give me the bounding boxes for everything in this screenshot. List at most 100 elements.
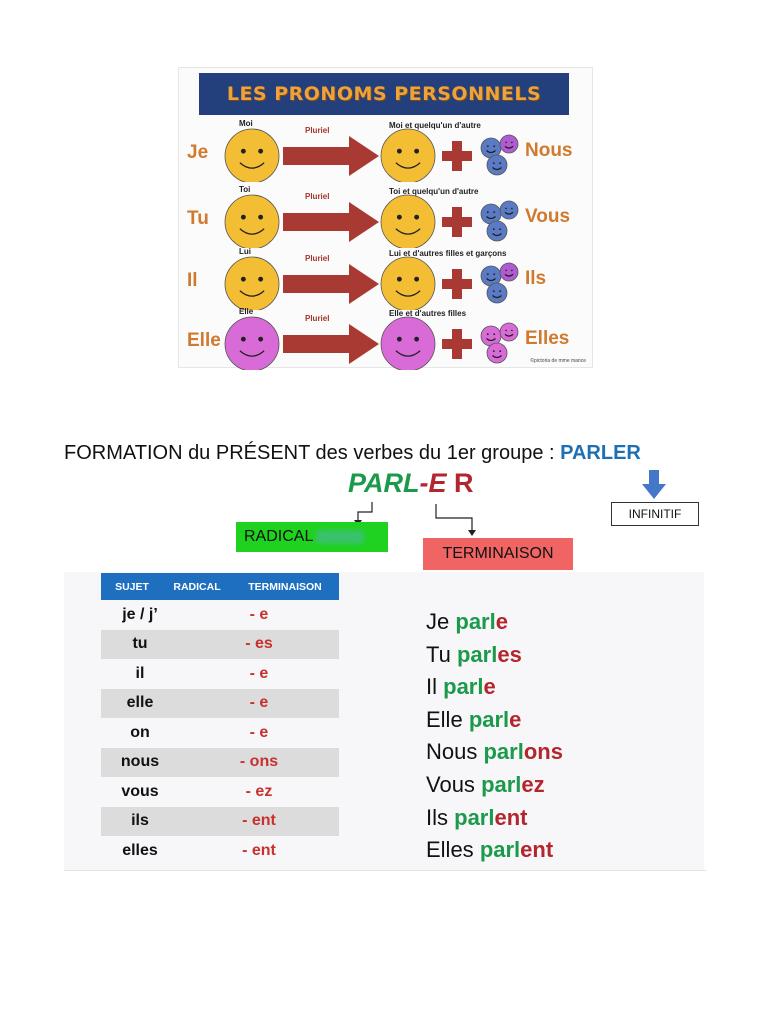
formation-title: FORMATION du PRÉSENT des verbes du 1er g…: [64, 442, 641, 465]
conjugation-radical: parl: [468, 706, 510, 732]
conjugation-ending: e: [509, 706, 522, 732]
poster-banner: LES PRONOMS PERSONNELS: [199, 73, 569, 115]
table-row: ils- ent: [101, 806, 339, 836]
conjugation-line: Ils parlent: [426, 802, 563, 835]
table-row: tu - es: [101, 629, 339, 659]
conjugation-line: Elles parlent: [426, 834, 563, 867]
conjugation-line: Elle parle: [426, 704, 563, 737]
blurred-text: [316, 530, 365, 544]
down-arrow-icon: [642, 470, 666, 499]
table-subject: nous: [120, 753, 160, 771]
conjugation-line: Nous parlons: [426, 736, 563, 769]
conjugation-pronoun: Tu: [426, 641, 451, 667]
table-row: nous - ons: [101, 747, 339, 777]
small-face-icon: [499, 200, 519, 220]
conjugation-pronoun: Ils: [426, 804, 448, 830]
conjugation-radical: parl: [483, 739, 524, 765]
table-ending: - ez: [245, 782, 273, 800]
conjugation-ending: ent: [494, 804, 528, 830]
plus-icon: [442, 269, 472, 299]
conjugation-pronoun: Nous: [426, 739, 478, 765]
table-ending: - e: [249, 694, 269, 712]
verb-split-r: R: [454, 468, 474, 498]
table-row: il- e: [101, 659, 339, 689]
pronoun-stress: Lui: [239, 247, 251, 256]
plural-description: Elle et d'autres filles: [389, 309, 467, 318]
table-row: vous - ez: [101, 777, 339, 807]
header-sujet: SUJET: [115, 580, 149, 593]
conjugation-ending: e: [495, 609, 508, 634]
conjugation-line: Je parle: [426, 606, 563, 639]
poster-copyright: ©pictoria de mme mance: [530, 358, 586, 364]
poster-title: LES PRONOMS PERSONNELS: [226, 83, 542, 105]
plural-face-icon: [380, 256, 436, 310]
radical-label-text: RADICAL: [244, 528, 314, 545]
table-ending: - e: [249, 664, 269, 682]
verb-split-dash: -: [419, 468, 429, 498]
pronoun-singular: Tu: [187, 208, 209, 229]
table-ending: - es: [245, 635, 273, 653]
singular-face-icon: [224, 256, 280, 310]
conjugation-radical: parl: [456, 641, 498, 667]
conjugation-radical: parl: [454, 804, 495, 830]
pluriel-label: Pluriel: [305, 254, 330, 263]
conjugation-ending: es: [497, 641, 522, 667]
conjugation-pronoun: Je: [426, 609, 450, 634]
small-face-icon: [486, 220, 508, 242]
formation-title-text: FORMATION du PRÉSENT des verbes du 1er g…: [64, 442, 561, 464]
table-subject: elles: [122, 841, 158, 859]
conjugation-line: Vous parlez: [426, 769, 563, 802]
singular-face-icon: [224, 128, 280, 182]
table-ending: - ons: [239, 753, 279, 771]
conjugation-pronoun: Elles: [426, 837, 474, 863]
pronoun-plural: Elles: [525, 328, 570, 349]
conjugation-line: Il parle: [426, 671, 563, 704]
arrow-icon: [283, 136, 379, 176]
header-radical: RADICAL: [173, 580, 221, 593]
pluriel-label: Pluriel: [305, 314, 330, 323]
small-face-icon: [480, 325, 502, 347]
table-subject: vous: [121, 782, 159, 800]
conjugation-ending: ent: [520, 837, 554, 863]
plural-face-icon: [380, 194, 436, 248]
singular-face-icon: [224, 316, 280, 370]
table-header: SUJET RADICAL TERMINAISON: [101, 573, 339, 600]
verb-split-e: E: [428, 468, 447, 498]
table-subject: elle: [126, 694, 154, 712]
terminaison-label: TERMINAISON: [423, 538, 573, 570]
small-face-icon: [486, 154, 508, 176]
conjugation-radical: parl: [443, 674, 484, 700]
table-ending: - e: [249, 723, 269, 741]
conjugation-pronoun: Il: [426, 674, 437, 700]
pronoun-plural: Nous: [525, 140, 573, 161]
plus-icon: [442, 207, 472, 237]
table-subject: tu: [132, 635, 148, 653]
conjugation-pronoun: Vous: [426, 771, 475, 797]
conjugation-ending: ons: [523, 739, 563, 765]
table-subject: ils: [131, 812, 149, 830]
table-row: elles - ent: [101, 836, 339, 866]
arrow-icon: [283, 264, 379, 304]
conjugation-line: Tu parles: [426, 639, 563, 672]
conjugation-pronoun: Elle: [426, 706, 463, 732]
arrow-icon: [283, 202, 379, 242]
small-face-icon: [486, 342, 508, 364]
plural-description: Toi et quelqu'un d'autre: [389, 187, 479, 196]
arrow-icon: [283, 324, 379, 364]
table-ending: - ent: [242, 841, 276, 859]
table-ending: - e: [249, 605, 269, 623]
small-face-icon: [499, 322, 519, 342]
plural-description: Moi et quelqu'un d'autre: [389, 121, 481, 130]
table-row: on- e: [101, 718, 339, 748]
conjugation-radical: parl: [479, 837, 521, 863]
pluriel-label: Pluriel: [305, 192, 330, 201]
divider: [64, 870, 706, 871]
pronoun-stress: Moi: [239, 119, 253, 128]
infinitif-box: INFINITIF: [611, 502, 699, 526]
